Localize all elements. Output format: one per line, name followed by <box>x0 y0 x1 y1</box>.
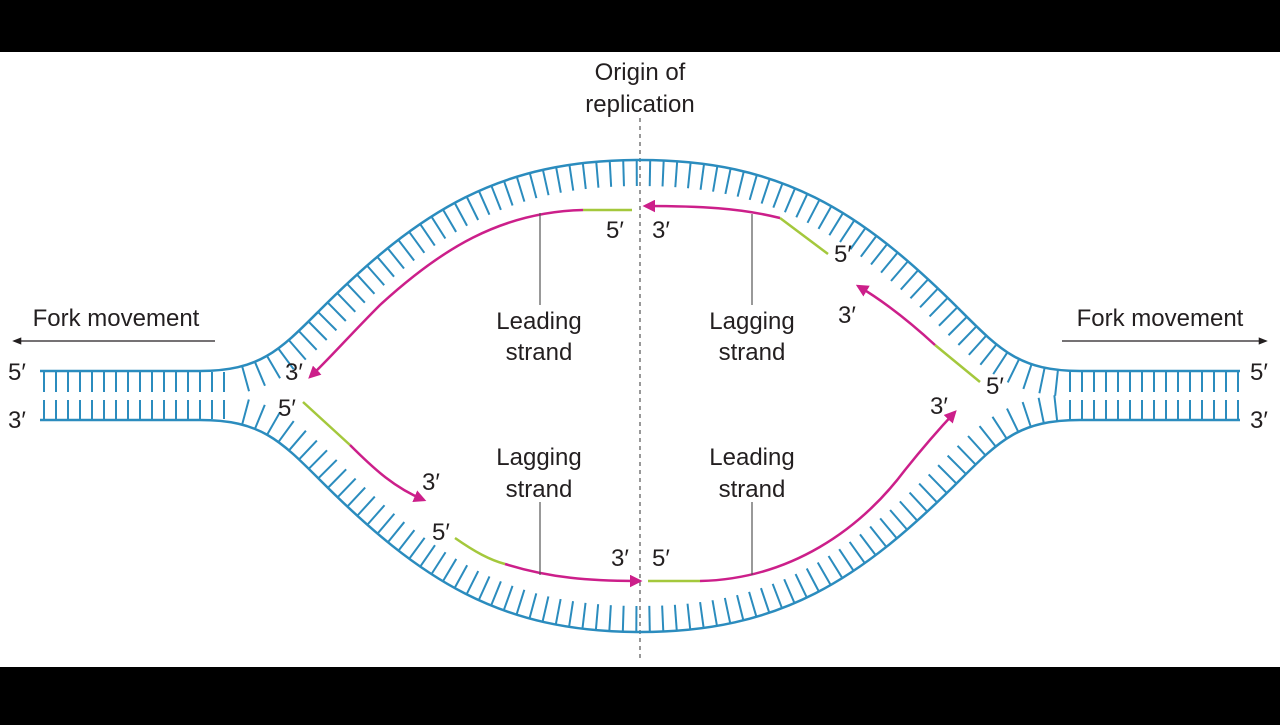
base-pair-rung <box>623 606 624 632</box>
lagging-strand-bottom-label-2: strand <box>506 476 573 503</box>
end-label-bl-3a: 3′ <box>422 469 440 496</box>
end-label-tr-5a: 5′ <box>834 241 852 268</box>
end-label-right-5: 5′ <box>1250 359 1268 386</box>
end-label-tr-3b: 3′ <box>838 302 856 329</box>
base-pair-rung <box>662 606 663 632</box>
end-label-tl-5: 5′ <box>606 217 624 244</box>
end-label-bl-5b: 5′ <box>432 519 450 546</box>
lagging-strand-bottom-label-1: Lagging <box>496 444 581 471</box>
end-label-left-3: 3′ <box>8 407 26 434</box>
end-label-tr-3a: 3′ <box>652 217 670 244</box>
lagging-strand-top-label-1: Lagging <box>709 308 794 335</box>
letterbox-bottom <box>0 667 1280 720</box>
end-label-bl-5a: 5′ <box>278 395 296 422</box>
leading-strand-top-label-1: Leading <box>496 308 581 335</box>
end-label-tl-3: 3′ <box>285 359 303 386</box>
end-label-right-3: 3′ <box>1250 407 1268 434</box>
base-pair-rung <box>610 161 611 187</box>
origin-label-line1: Origin of <box>595 59 686 86</box>
fork-movement-right-label: Fork movement <box>1077 305 1244 332</box>
end-label-left-5: 5′ <box>8 359 26 386</box>
base-pair-rung <box>623 160 624 186</box>
lagging-strand-top-label-2: strand <box>719 339 786 366</box>
end-label-br-5: 5′ <box>652 545 670 572</box>
fork-movement-left-label: Fork movement <box>33 305 200 332</box>
base-pair-rung <box>663 161 664 187</box>
letterbox-top <box>0 0 1280 52</box>
end-label-br-3: 3′ <box>930 393 948 420</box>
end-label-tr-5b: 5′ <box>986 373 1004 400</box>
end-label-bl-3b: 3′ <box>611 545 629 572</box>
leading-strand-top-label-2: strand <box>506 339 573 366</box>
leading-strand-bottom-label-1: Leading <box>709 444 794 471</box>
leading-strand-bottom-label-2: strand <box>719 476 786 503</box>
origin-label-line2: replication <box>585 91 694 118</box>
